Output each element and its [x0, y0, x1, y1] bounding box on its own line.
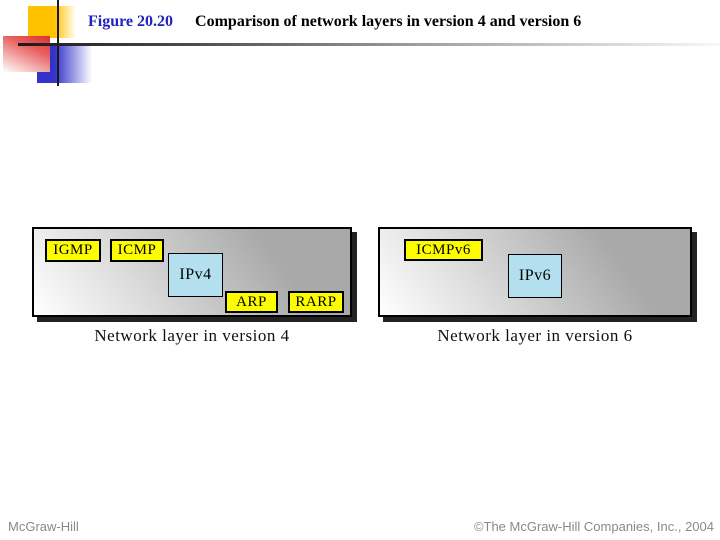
- network-layer-v6-panel: ICMPv6 IPv6: [378, 227, 692, 317]
- figure-title-text: Comparison of network layers in version …: [195, 13, 582, 30]
- footer-copyright: ©The McGraw-Hill Companies, Inc., 2004: [473, 519, 714, 534]
- logo-yellow-square: [28, 6, 76, 38]
- figure-number-label: Figure 20.20: [88, 13, 174, 30]
- logo-red-square: [3, 36, 50, 72]
- caption-network-layer-v4: Network layer in version 4: [94, 326, 290, 345]
- protocol-box-icmp: ICMP: [110, 239, 164, 262]
- caption-network-layer-v6: Network layer in version 6: [437, 326, 633, 345]
- protocol-box-arp: ARP: [225, 291, 278, 313]
- footer-publisher: McGraw-Hill: [8, 519, 79, 534]
- protocol-box-rarp: RARP: [288, 291, 344, 313]
- slide-title: Figure 20.20 Comparison of network layers…: [88, 13, 581, 31]
- network-layer-v4-panel: IGMP ICMP IPv4 ARP RARP: [32, 227, 352, 317]
- protocol-box-igmp: IGMP: [45, 239, 101, 262]
- protocol-box-ipv6: IPv6: [508, 254, 562, 298]
- header-divider-line: [18, 43, 720, 46]
- protocol-box-icmpv6: ICMPv6: [404, 239, 483, 261]
- protocol-box-ipv4: IPv4: [168, 253, 223, 297]
